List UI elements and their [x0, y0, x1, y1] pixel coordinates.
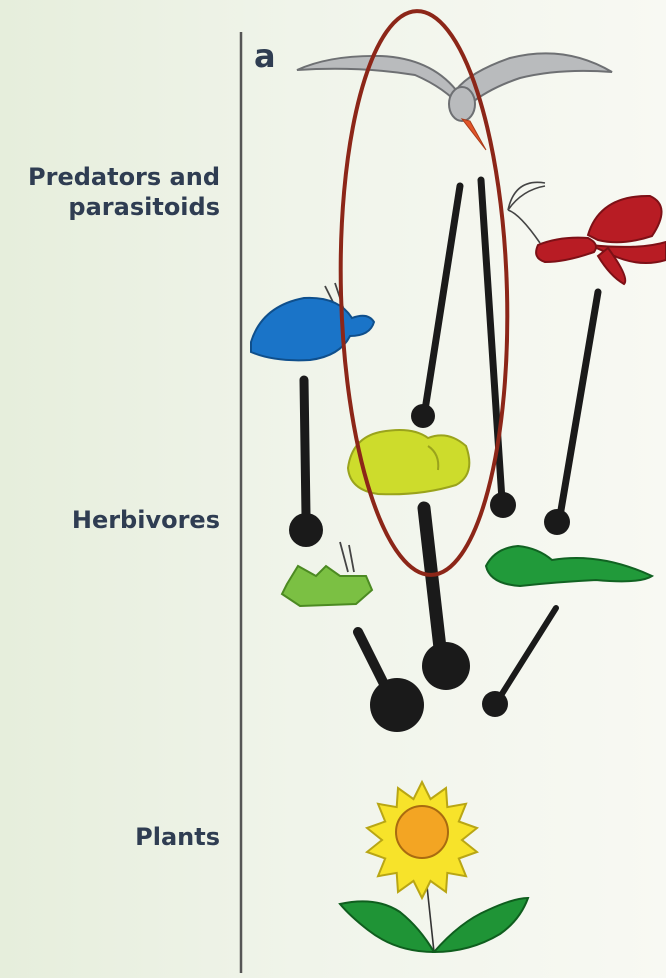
link-lightgreen-plant-node	[370, 678, 424, 732]
link-blue-lightgreen-node	[289, 513, 323, 547]
link-bird-yellow-node	[411, 404, 435, 428]
link-yellow-plant	[424, 508, 440, 648]
level-label-herbivores: Herbivores	[72, 505, 220, 535]
link-darkgreen-plant-node	[482, 691, 508, 717]
level-label-plants: Plants	[135, 822, 220, 852]
panel-letter: a	[254, 38, 276, 74]
link-yellow-plant-node	[422, 642, 470, 690]
link-parasitoid-darkgreen	[560, 292, 598, 516]
left-leaf	[340, 901, 434, 952]
link-blue-lightgreen	[304, 380, 306, 515]
bird-icon	[297, 53, 612, 150]
dark-green-herbivore-icon	[486, 546, 652, 586]
link-bird-yellow	[425, 186, 460, 410]
right-leaf	[434, 898, 528, 952]
light-green-herbivore-icon	[282, 542, 372, 606]
sunflower-center	[396, 806, 448, 858]
parasitoid-icon	[508, 182, 666, 284]
link-darkgreen-plant	[500, 608, 556, 697]
sunflower-plant-icon	[340, 782, 528, 952]
link-parasitoid-darkgreen-node	[544, 509, 570, 535]
blue-predator-icon	[251, 283, 374, 360]
link-bird-darkgreen	[481, 180, 502, 500]
link-bird-darkgreen-node	[490, 492, 516, 518]
